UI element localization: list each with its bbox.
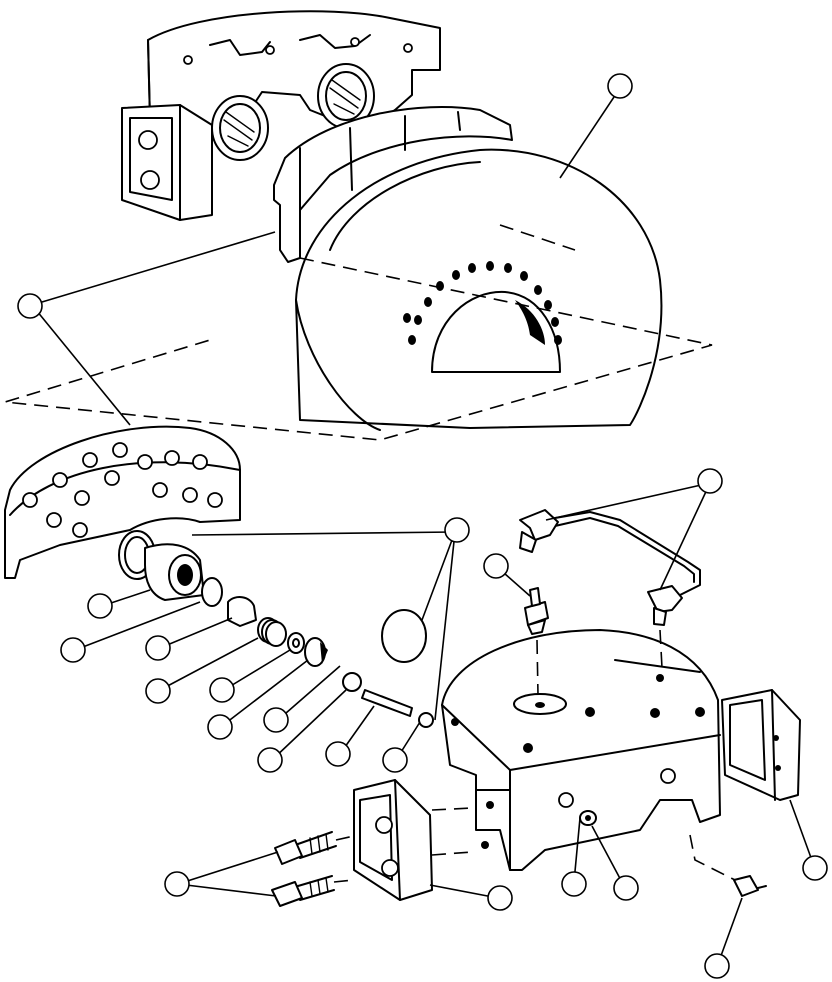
spring <box>257 617 287 647</box>
brake-disc <box>295 148 663 431</box>
callout-cup <box>145 635 171 661</box>
callout-end-plate-right <box>802 855 828 881</box>
callout-pin <box>325 741 351 767</box>
plug <box>579 810 597 826</box>
callout-sensor <box>704 953 730 979</box>
retaining-ring <box>201 577 223 607</box>
callout-nut <box>382 747 408 773</box>
brake-pad-lower <box>4 425 241 579</box>
washer <box>287 632 305 654</box>
callout-pads <box>17 293 43 319</box>
callout-plug <box>613 875 639 901</box>
elbow-fitting-lower <box>647 585 683 626</box>
piston-cup <box>227 596 257 627</box>
mounting-bolt <box>271 831 337 907</box>
callout-port <box>561 871 587 897</box>
sensor-switch <box>733 875 767 897</box>
callout-end-plate-left <box>487 885 513 911</box>
end-plate-right <box>721 689 801 801</box>
retaining-ring-2 <box>304 637 328 667</box>
caliper-housing <box>121 10 441 221</box>
elbow-fitting-upper <box>519 509 559 553</box>
callout-tube <box>697 468 723 494</box>
piston <box>144 543 205 601</box>
lower-caliper-housing <box>441 629 721 871</box>
callout-clip <box>263 707 289 733</box>
callout-bolts <box>164 871 190 897</box>
callout-bushing <box>257 747 283 773</box>
end-plate-left <box>353 779 433 901</box>
callout-piston <box>87 593 113 619</box>
callout-seal-kit <box>444 517 470 543</box>
hydraulic-tube <box>554 511 701 596</box>
callout-bleeder <box>483 553 509 579</box>
callout-washer <box>209 677 235 703</box>
callout-retaining-ring <box>207 714 233 740</box>
o-ring <box>381 609 427 663</box>
brake-pad-upper <box>273 106 513 263</box>
callout-spring <box>145 678 171 704</box>
callout-disc <box>607 73 633 99</box>
callout-ring <box>60 637 86 663</box>
bleeder-pin <box>342 672 434 728</box>
callouts <box>17 73 828 979</box>
bleeder-valve <box>524 587 549 635</box>
disc-holes <box>403 261 562 345</box>
